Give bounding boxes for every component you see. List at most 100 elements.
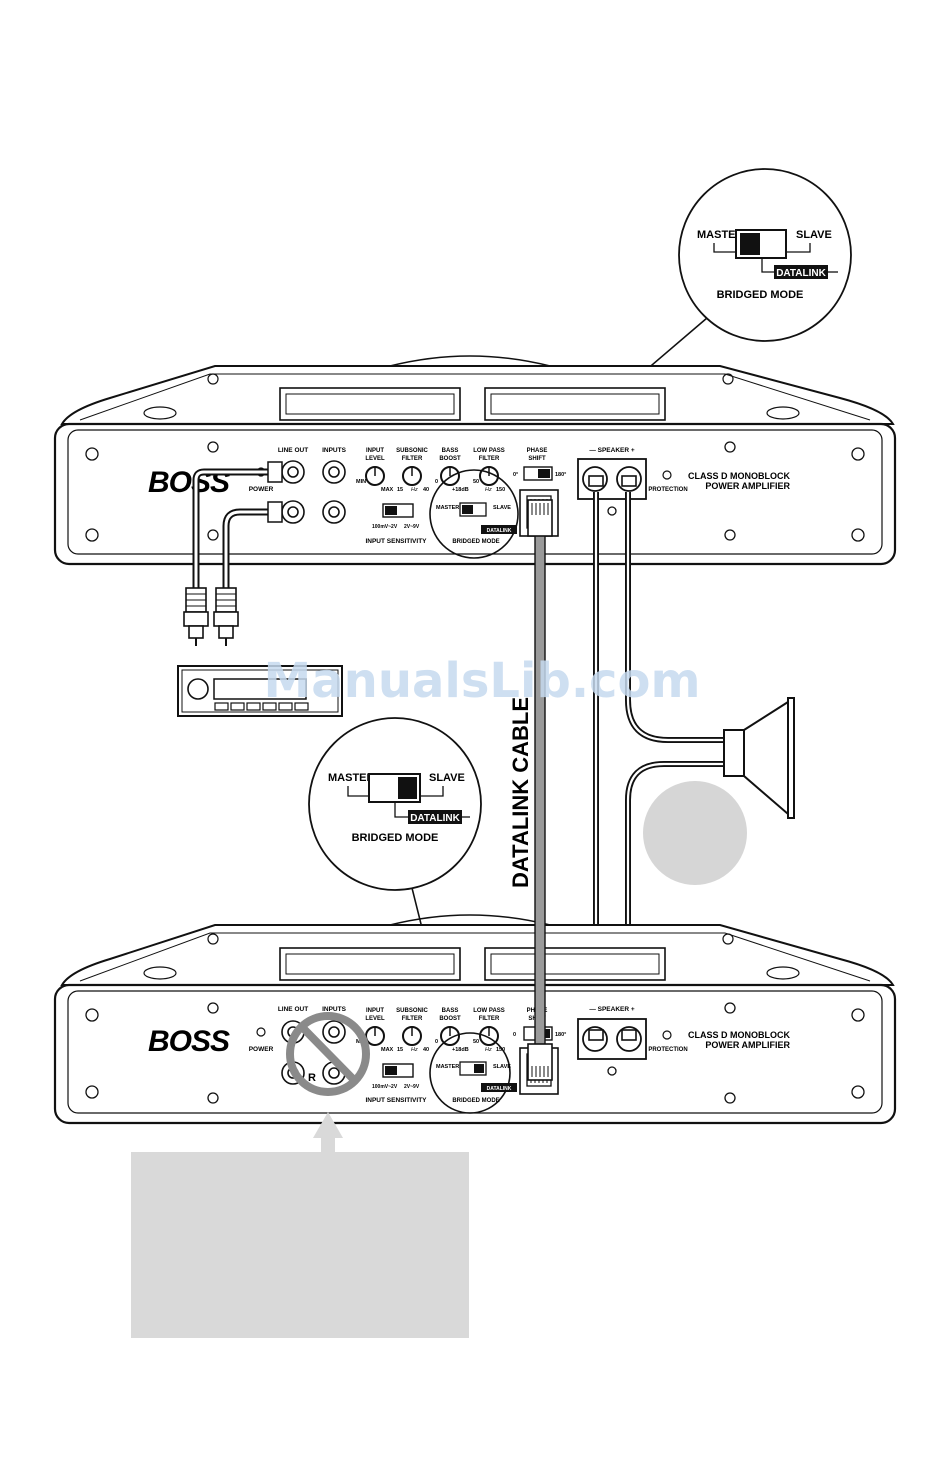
amp-top-front-panel — [53, 422, 897, 566]
amp-top-class-line-2: POWER AMPLIFIER — [705, 481, 790, 491]
amp-top-line-out-label: LINE OUT — [278, 447, 308, 454]
amp-top-ph0-label: 0° — [513, 472, 518, 478]
amp-top-hz15-label: 15 — [397, 487, 403, 493]
amp-bottom-lp150-label: 150 — [496, 1047, 505, 1053]
amp-top-bass-boost-label-1: BASS — [442, 448, 459, 454]
callout-mid-slave-label: SLAVE — [429, 772, 465, 784]
watermark: ManualsLib.com — [264, 653, 701, 709]
amp-top-lpf-label-1: LOW PASS — [473, 448, 505, 454]
amp-top-lp150-label: 150 — [496, 487, 505, 493]
amp-bottom-bass-boost-label-1: BASS — [442, 1008, 459, 1014]
amp-bottom-front-panel — [53, 983, 897, 1125]
amp-top-phase-label-2: SHIFT — [528, 456, 546, 462]
amp-bottom-lp50-label: 50 — [473, 1039, 479, 1045]
amp-top-input-level-label-2: LEVEL — [365, 456, 385, 462]
callout-top: MASTER SLAVE DATALINK BRIDGED MODE — [507, 168, 852, 489]
callout-top-mode-label: BRIDGED MODE — [717, 289, 804, 301]
amp-bottom-db18-label: +18dB — [452, 1047, 469, 1053]
amp-bottom-input-level-label-1: INPUT — [366, 1008, 384, 1014]
amp-bottom-max-label: MAX — [381, 1047, 394, 1053]
amp-top-input-level-label-1: INPUT — [366, 448, 384, 454]
amplifier-bottom: BOSS POWER LINE OUT INPUTS L R INPUT LEV… — [53, 914, 897, 1125]
callout-mid-master-label: MASTER — [328, 772, 375, 784]
amp-bottom-hz15-label: 15 — [397, 1047, 403, 1053]
amp-bottom-bass-boost-label-2: BOOST — [439, 1016, 461, 1022]
pointer-arrow — [313, 1112, 343, 1156]
head-unit-knob — [187, 678, 209, 700]
amp-top-sw-datalink-label: DATALINK — [487, 528, 512, 534]
head-unit — [177, 665, 343, 717]
amp-top-vent-right — [484, 387, 666, 421]
rca-plug-right — [213, 587, 239, 646]
amp-bottom-power-led — [256, 1027, 266, 1037]
amp-bottom-input-sensitivity-label: INPUT SENSITIVITY — [365, 1097, 427, 1104]
amp-top-heatsink — [60, 365, 895, 425]
amp-top-bridged-highlight-circle — [429, 469, 519, 559]
rca-plug-left — [183, 587, 209, 646]
subwoofer-speaker — [593, 492, 795, 1040]
amp-bottom-bridged-highlight-circle — [429, 1032, 511, 1114]
callout-mid-switch-knob — [398, 777, 417, 799]
amp-bottom-ph0-label: 0 — [513, 1032, 516, 1038]
grey-placeholder-box — [131, 1152, 469, 1338]
prohibition-circle — [286, 1012, 370, 1096]
amp-bottom-sens-high-label: 2V~9V — [404, 1084, 420, 1090]
rca-cables — [183, 461, 283, 646]
callout-mid-datalink-label: DATALINK — [410, 813, 460, 824]
amp-top-sens-low-label: 100mV~2V — [372, 524, 398, 530]
datalink-cable-wire — [534, 533, 546, 1047]
amp-top-db18-label: +18dB — [452, 487, 469, 493]
head-unit-display — [213, 678, 307, 700]
amp-bottom-inputs-label: INPUTS — [322, 1006, 347, 1013]
callout-top-datalink-label: DATALINK — [776, 268, 826, 279]
amp-top-subsonic-label-2: FILTER — [402, 456, 423, 462]
head-unit-buttons — [214, 702, 309, 711]
grey-placeholder-circle — [643, 781, 747, 885]
amp-top-subsonic-label-1: SUBSONIC — [396, 448, 428, 454]
amp-top-sens-high-label: 2V~9V — [404, 524, 420, 530]
amp-bottom-hz-label-1: Hz — [411, 1047, 418, 1053]
amp-top-hz-label-2: Hz — [485, 487, 492, 493]
amp-top-protection-led — [662, 470, 672, 480]
callout-mid-mode-label: BRIDGED MODE — [352, 832, 439, 844]
amp-bottom-sw-master-label: MASTER — [436, 1064, 459, 1070]
amp-bottom-bridged-mode-label: BRIDGED MODE — [452, 1098, 499, 1104]
callout-top-switch-knob — [740, 233, 760, 255]
amplifier-top: BOSS POWER LINE OUT INPUTS INPUT LEVEL M… — [53, 355, 897, 566]
amp-top-min-label: MIN — [356, 479, 366, 485]
amp-bottom-ph180-label: 180° — [555, 1032, 566, 1038]
amp-bottom-heatsink — [60, 924, 895, 986]
callout-top-slave-label: SLAVE — [796, 229, 832, 241]
amp-top-bridged-mode-label: BRIDGED MODE — [452, 539, 499, 545]
amp-bottom-class-line-2: POWER AMPLIFIER — [705, 1040, 790, 1050]
datalink-cable: DATALINK CABLE — [508, 499, 553, 1081]
amp-top-bass-boost-label-2: BOOST — [439, 456, 461, 462]
no-input-symbol — [286, 1012, 370, 1096]
amp-bottom-vent-right — [484, 947, 666, 981]
amp-top-ph180-label: 180° — [555, 472, 566, 478]
callout-mid-datalink-tag — [408, 810, 462, 824]
amp-top-max-label: MAX — [381, 487, 394, 493]
amp-bottom-vent-left — [279, 947, 461, 981]
amp-bottom-sw-slave-label: SLAVE — [493, 1064, 511, 1070]
amp-top-sw-master-label: MASTER — [436, 505, 459, 511]
amp-top-class-line-1: CLASS D MONOBLOCK — [688, 471, 790, 481]
callout-top-master-label: MASTER — [697, 229, 744, 241]
amp-top-vent-left — [279, 387, 461, 421]
amp-bottom-class-line-1: CLASS D MONOBLOCK — [688, 1030, 790, 1040]
amp-bottom-subsonic-label-2: FILTER — [402, 1016, 423, 1022]
amp-bottom-r-label: R — [308, 1072, 316, 1084]
amp-bottom-brand-logo: BOSS — [148, 1025, 230, 1058]
amp-bottom-db0-label: 0 — [435, 1039, 438, 1045]
amp-bottom-protection-led — [662, 1030, 672, 1040]
callout-top-datalink-tag — [774, 265, 828, 279]
amp-bottom-lpf-label-2: FILTER — [479, 1016, 500, 1022]
amp-top-db0-label: 0 — [435, 479, 438, 485]
amp-top-hz-label-1: Hz — [411, 487, 418, 493]
amp-top-input-sensitivity-label: INPUT SENSITIVITY — [365, 538, 427, 545]
amp-top-inputs-label: INPUTS — [322, 447, 347, 454]
amp-bottom-line-out-label: LINE OUT — [278, 1006, 308, 1013]
amp-bottom-sens-low-label: 100mV~2V — [372, 1084, 398, 1090]
amp-top-speaker-label: — SPEAKER + — [589, 447, 635, 454]
